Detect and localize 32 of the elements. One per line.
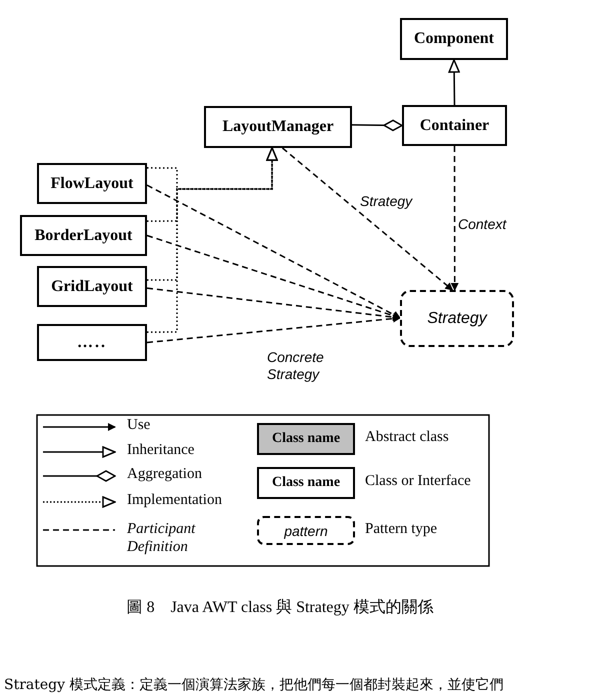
edge-label: Context [458,216,506,233]
sample-text: Class name [272,431,340,447]
pattern-box: Strategy [400,290,514,347]
legend-text: Class or Interface [365,472,471,490]
edge-label: Strategy [360,193,412,210]
class-box: FlowLayout [37,163,147,204]
sample-text: Class name [272,475,340,491]
class-box: GridLayout [37,266,147,307]
legend-text: Inheritance [127,441,194,459]
definition-text: Strategy 模式定義：定義一個演算法家族，把他們每一個都封裝起來，並使它們 [4,676,504,694]
dotted-arrow [147,147,278,333]
legend-text: Aggregation [127,465,202,483]
legend-text: Pattern type [365,520,438,538]
legend-text: Participant Definition [127,520,196,556]
legend-text: Abstract class [365,428,449,446]
arrow [448,59,460,105]
dashed-arrow [146,314,401,344]
class-box: Container [402,105,507,146]
dashed-arrow [282,147,454,291]
class-box: ….. [37,324,147,361]
legend-text: Implementation [127,491,222,509]
class-box: Component [400,18,508,60]
class-box: BorderLayout [20,215,147,256]
dashed-arrow [146,234,401,320]
class-box: LayoutManager [204,106,352,148]
dashed-arrow [146,287,401,322]
dashed-arrow [146,184,401,319]
edge-label: Concrete Strategy [267,349,325,383]
dashed-arrow [450,146,459,291]
caption: 圖 8 Java AWT class 與 Strategy 模式的關係 [126,598,434,618]
sample-text: pattern [284,522,328,538]
legend-text: Use [127,416,150,434]
